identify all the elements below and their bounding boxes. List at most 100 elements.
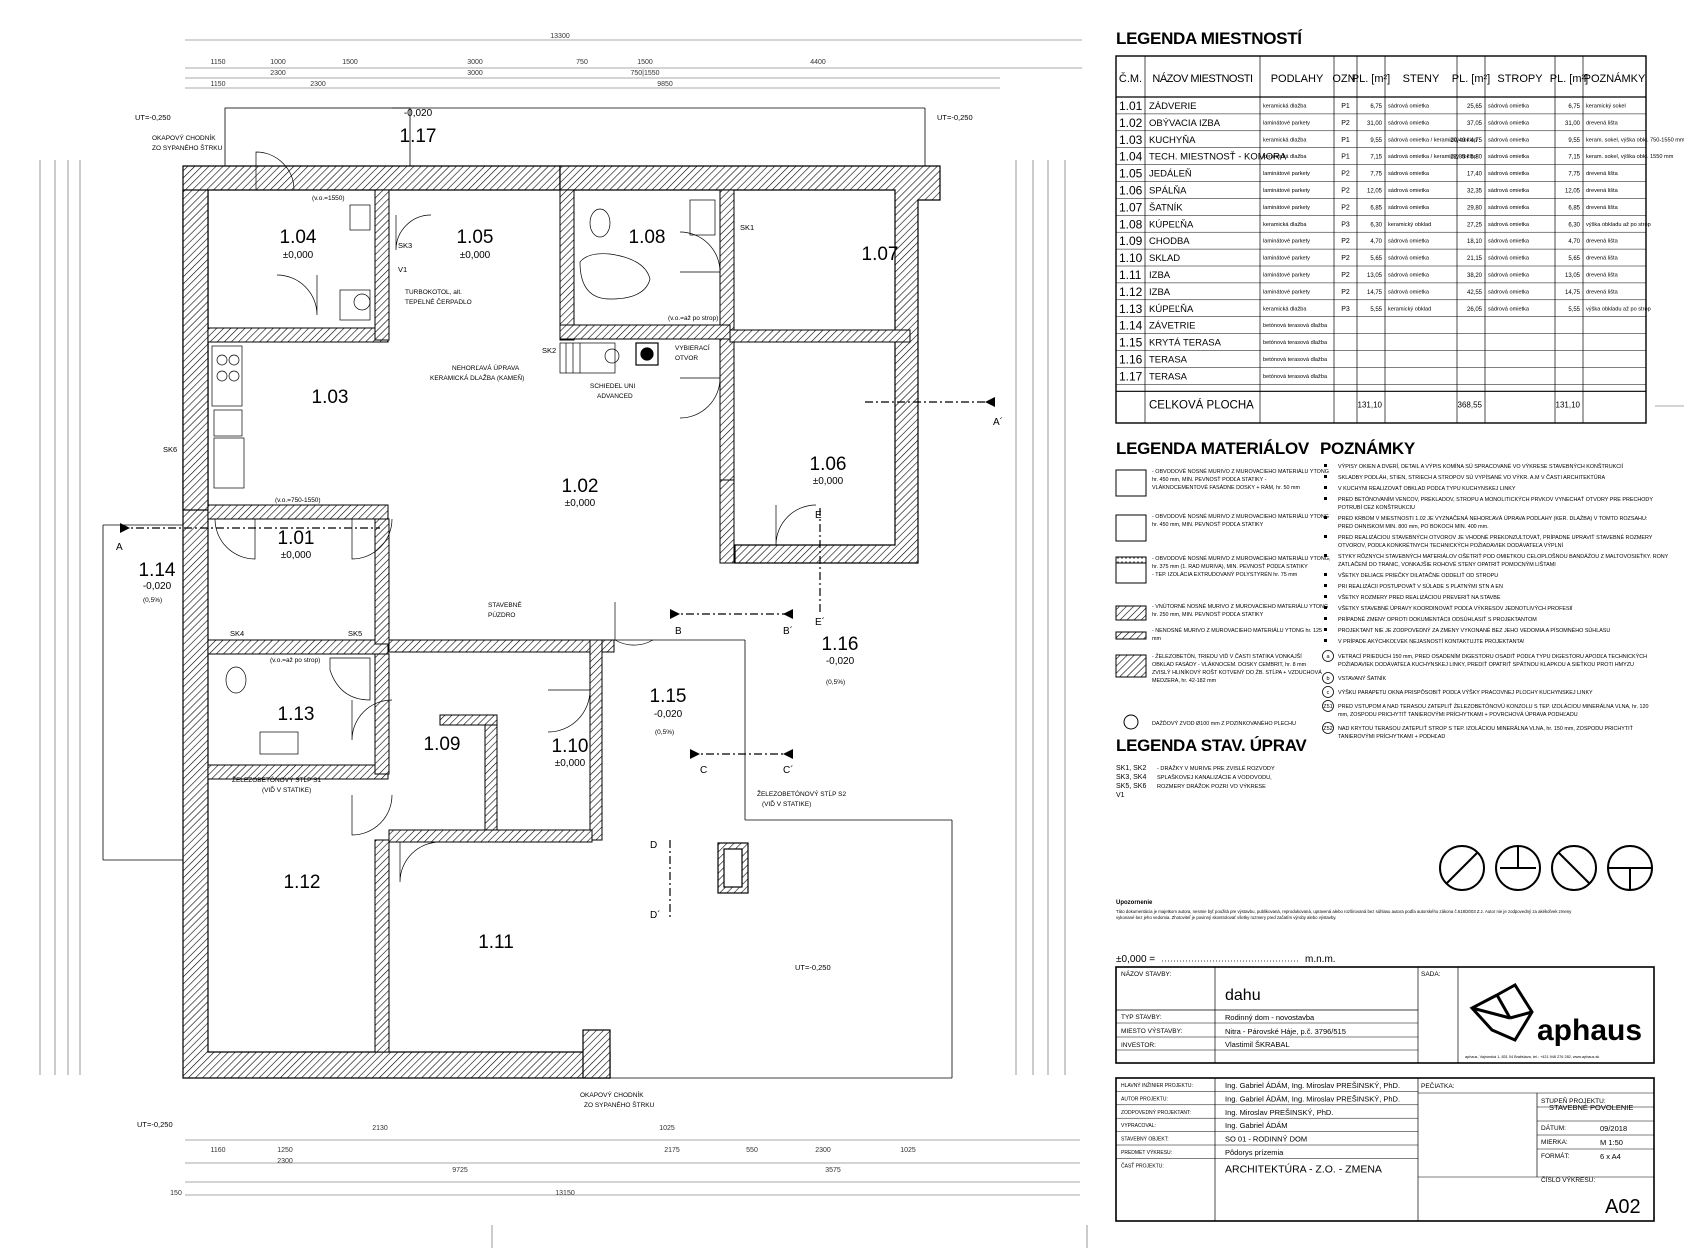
table-cell: 31,00 bbox=[1565, 121, 1581, 127]
room-level: ±0,000 bbox=[565, 498, 596, 509]
table-cell: drevená lišta bbox=[1586, 273, 1619, 279]
room-level: ±0,000 bbox=[460, 250, 491, 261]
bullet bbox=[1324, 554, 1327, 557]
tb-label: ČÍSLO VÝKRESU: bbox=[1541, 1175, 1595, 1184]
material-descriptions: - OBVODOVÉ NOSNÉ MURIVO Z MUROVACIEHO MA… bbox=[1152, 468, 1331, 727]
section-arrows bbox=[120, 397, 995, 759]
tb-label: FORMÁT: bbox=[1541, 1151, 1570, 1160]
bullet bbox=[1324, 595, 1327, 598]
section-label: B bbox=[675, 626, 682, 637]
tb-row-value: ARCHITEKTÚRA - Z.O. - ZMENA bbox=[1225, 1162, 1382, 1175]
groove-code: SK3 bbox=[398, 241, 412, 250]
bullet bbox=[1324, 606, 1327, 609]
company-address: aphaus, Vajnorská 1, 831 04 Bratislava, … bbox=[1465, 1055, 1599, 1059]
legend-rooms-table bbox=[1115, 55, 1647, 424]
turbo-label: TURBOKOTOL, alt. bbox=[405, 289, 462, 296]
exterior-walls bbox=[182, 165, 941, 1079]
turbo-label: TEPELNÉ ČERPADLO bbox=[405, 297, 472, 306]
dim-top: 1500 bbox=[637, 59, 653, 66]
table-cell: sádrová omietka / keramický obklad bbox=[1388, 137, 1477, 143]
aphaus-wordmark: aphaus bbox=[1537, 1014, 1642, 1047]
dim-bottom: 150 bbox=[170, 1190, 182, 1197]
table-header: PL. [m²] bbox=[1550, 73, 1589, 85]
section-label: A´ bbox=[993, 416, 1003, 428]
table-cell: sádrová omietka bbox=[1488, 222, 1530, 228]
table-cell: P2 bbox=[1341, 188, 1350, 195]
table-cell: sádrová omietka bbox=[1488, 289, 1530, 295]
section-lines bbox=[120, 401, 995, 920]
table-cell: 12,05 bbox=[1565, 189, 1581, 195]
table-cell: 14,75 bbox=[1565, 290, 1581, 296]
dim-bottom: 1025 bbox=[659, 1125, 675, 1132]
table-cell: IZBA bbox=[1149, 270, 1171, 281]
table-cell: 5,55 bbox=[1370, 307, 1382, 313]
table-cell: sádrová omietka bbox=[1388, 273, 1430, 279]
window-sill-note: (v.o.=750-1550) bbox=[275, 497, 321, 504]
table-cell: keramická dlažba bbox=[1263, 306, 1307, 312]
slope-note: (0,5%) bbox=[826, 679, 845, 686]
room-labels: 1.04 ±0,000 1.05 ±0,000 1.08 1.07 1.03 1… bbox=[139, 108, 899, 953]
table-cell: keramická dlažba bbox=[1263, 104, 1307, 110]
table-cell: sádrová omietka bbox=[1488, 239, 1530, 245]
note-mark-circle bbox=[1322, 700, 1334, 712]
sea-level-label: ±0,000 = bbox=[1116, 954, 1155, 965]
aphaus-logo bbox=[1469, 982, 1534, 1042]
compass-symbols bbox=[1439, 845, 1653, 891]
table-cell: laminátové parkety bbox=[1263, 289, 1310, 295]
table-cell: 7,75 bbox=[1370, 172, 1382, 178]
table-cell: 22,05 / 5,80 bbox=[1450, 155, 1482, 161]
okap-label: OKAPOVÝ CHODNÍK bbox=[152, 133, 216, 142]
room-level: ±0,000 bbox=[281, 550, 312, 561]
table-cell: P2 bbox=[1341, 255, 1350, 262]
table-cell: keramická dlažba bbox=[1263, 222, 1307, 228]
table-cell: betónová terasová dlažba bbox=[1263, 374, 1328, 380]
table-header: PODLAHY bbox=[1271, 73, 1324, 85]
table-cell: KRYTÁ TERASA bbox=[1149, 338, 1222, 349]
title-block-rows: HLAVNÝ INŽINIER PROJEKTU:Ing. Gabriel ÁD… bbox=[1121, 1081, 1400, 1175]
dimension-lines bbox=[39, 39, 1684, 1248]
note-line: PRED KRBOM V MIESTNOSTI 1.02 JE VYZNAČEN… bbox=[1338, 514, 1647, 530]
room-level: ±0,000 bbox=[283, 250, 314, 261]
dim-bottom: 9725 bbox=[452, 1167, 468, 1174]
interior-walls bbox=[207, 189, 911, 1053]
groove-code: SK2 bbox=[542, 346, 556, 355]
tb-row-label: AUTOR PROJEKTU: bbox=[1121, 1096, 1168, 1102]
dim-top: 1150 bbox=[210, 81, 225, 88]
note-mark-text: VETRACÍ PRIEDUCH 150 mm, PRED OSADENÍM D… bbox=[1338, 652, 1647, 668]
warning-text: Táto dokumentácia je majetkom autora, ne… bbox=[1116, 909, 1572, 920]
groove-code: SK4 bbox=[230, 629, 244, 638]
tb-row-label: HLAVNÝ INŽINIER PROJEKTU: bbox=[1121, 1081, 1193, 1089]
table-cell: 1.17 bbox=[1119, 369, 1143, 383]
table-cell: 1.04 bbox=[1119, 150, 1143, 164]
okap-label: ZO SYPANÉHO ŠTRKU bbox=[584, 1100, 655, 1109]
dim-bottom: 2300 bbox=[815, 1147, 831, 1154]
table-cell: 1.09 bbox=[1119, 234, 1143, 248]
table-cell: drevená lišta bbox=[1586, 256, 1619, 262]
note-mark-text: VÝŠKU PARAPETU OKNA PRISPÔSOBIŤ PODĽA VÝ… bbox=[1338, 688, 1593, 696]
bullet bbox=[1324, 486, 1327, 489]
table-cell: sádrová omietka bbox=[1488, 256, 1530, 262]
tb-label: INVESTOR: bbox=[1121, 1042, 1156, 1049]
room-number: 1.09 bbox=[424, 734, 461, 755]
section-label: E bbox=[815, 510, 822, 521]
table-cell: P2 bbox=[1341, 120, 1350, 127]
bullet bbox=[1324, 584, 1327, 587]
dim-top: 750|1550 bbox=[630, 70, 659, 77]
okap-label: ZO SYPANÉHO ŠTRKU bbox=[152, 143, 223, 152]
table-cell: P3 bbox=[1341, 221, 1350, 228]
table-cell: 14,75 bbox=[1367, 290, 1383, 296]
dim-top-total: 13300 bbox=[550, 33, 570, 40]
tb-value: Vlastimil ŠKRABAL bbox=[1225, 1040, 1290, 1049]
note-line: PRED BETÓNOVANÍM VENCOV, PREKLADOV, STRO… bbox=[1338, 495, 1653, 511]
table-cell: keram. sokel, výška obkl. 750-1550 mm bbox=[1586, 137, 1684, 143]
material-item: - OBVODOVÉ NOSNÉ MURIVO Z MUROVACIEHO MA… bbox=[1152, 555, 1331, 578]
bullet bbox=[1324, 617, 1327, 620]
table-cell: 1.12 bbox=[1119, 285, 1143, 299]
table-cell: 12,05 bbox=[1367, 189, 1383, 195]
table-cell: SKLAD bbox=[1149, 253, 1180, 264]
note-line: PROJEKTANT NIE JE ZODPOVEDNÝ ZA ZMENY VY… bbox=[1338, 627, 1610, 634]
table-cell: KUCHYŇA bbox=[1149, 135, 1196, 146]
tb-row-label: ČASŤ PROJEKTU: bbox=[1121, 1161, 1164, 1169]
table-cell: sádrová omietka bbox=[1488, 137, 1530, 143]
